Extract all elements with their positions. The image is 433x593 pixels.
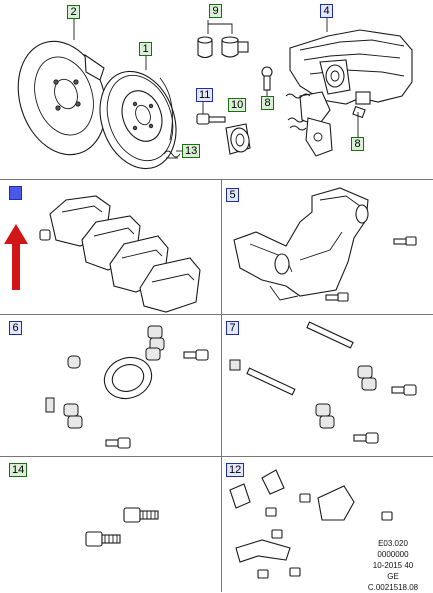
brake-hardware-kit-part <box>229 469 393 579</box>
info-line: C.0021518.08 <box>367 583 419 592</box>
info-line: GE <box>387 572 399 581</box>
panel-divider <box>221 180 222 592</box>
callout-7: 7 <box>226 321 239 335</box>
bolt-part <box>391 384 417 396</box>
callout-10: 10 <box>228 98 247 112</box>
clip-part <box>163 150 181 159</box>
panel-divider <box>0 456 433 457</box>
callout-8: 8 <box>351 137 364 151</box>
callout-11: 11 <box>196 88 214 102</box>
dust-shield-part <box>17 40 107 156</box>
callout-9: 9 <box>209 4 222 18</box>
callout-8: 8 <box>261 96 274 110</box>
info-line: 0000000 <box>377 550 409 559</box>
callout-4: 4 <box>320 4 333 18</box>
callout-2: 2 <box>67 5 80 19</box>
panel-divider <box>0 314 433 315</box>
callout-5: 5 <box>226 188 239 202</box>
guide-pin-kit-part <box>229 321 377 429</box>
bushing-part <box>225 123 251 155</box>
bolt-part <box>261 66 273 91</box>
callout-13: 13 <box>182 144 201 158</box>
bolt-part <box>196 113 226 125</box>
brake-pads-part <box>39 195 201 313</box>
drawing-info-block: E03.020 0000000 10-2015 40 GE C.0021518.… <box>358 538 432 593</box>
panel-divider <box>0 179 433 180</box>
bolt-cap-part <box>197 36 249 59</box>
bolt-part <box>325 292 349 302</box>
bolt-part <box>393 236 417 246</box>
callout-12: 12 <box>226 463 245 477</box>
bolt-part <box>353 432 379 444</box>
info-line: E03.020 <box>378 539 408 548</box>
piston-seal-kit-part <box>45 325 165 429</box>
brake-caliper-part <box>285 29 413 157</box>
bolt-part <box>183 349 209 361</box>
info-line: 10-2015 40 <box>372 561 414 570</box>
caliper-bolt-kit-part <box>85 507 159 547</box>
highlight-arrow <box>4 224 28 290</box>
caliper-carrier-part <box>233 187 369 301</box>
brake-disc-part <box>99 70 177 170</box>
bolt-part <box>105 437 131 449</box>
callout-3: 3 <box>9 186 22 200</box>
callout-1: 1 <box>139 42 152 56</box>
callout-6: 6 <box>9 321 22 335</box>
callout-14: 14 <box>9 463 28 477</box>
